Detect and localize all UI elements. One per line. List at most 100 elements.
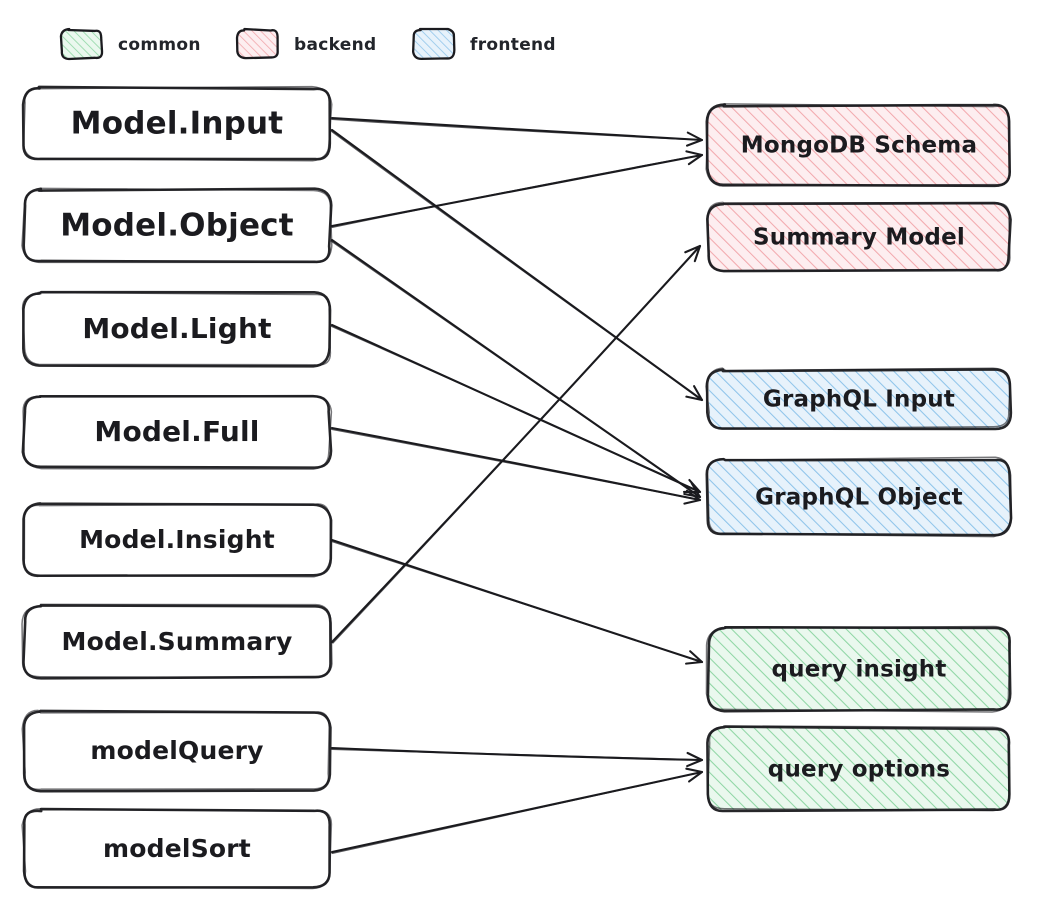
node-fill-model-input [24, 87, 331, 161]
node-label-model-full: Model.Full [94, 415, 259, 448]
legend-swatch-outline-backend [235, 27, 279, 60]
node-fill-model-light [24, 292, 331, 366]
node-outline-b-graphql-object [706, 456, 1013, 538]
edge-e3 [330, 150, 704, 229]
node-fill-model-full [23, 395, 330, 468]
node-model-full[interactable]: Model.Full [21, 394, 333, 470]
edge-arrowhead-e3 [685, 150, 704, 166]
node-label-graphql-input: GraphQL Input [763, 387, 955, 413]
legend-swatch-hatch-frontend [413, 29, 455, 58]
node-model-input[interactable]: Model.Input [21, 85, 333, 162]
node-query-options[interactable]: query options [706, 725, 1011, 813]
node-model-insight[interactable]: Model.Insight [22, 502, 333, 578]
node-model-object[interactable]: Model.Object [21, 187, 333, 264]
edge-e7 [330, 538, 704, 665]
node-graphql-object[interactable]: GraphQL Object [705, 456, 1013, 538]
node-outline-b-summary-model [707, 201, 1011, 272]
node-graphql-input[interactable]: GraphQL Input [705, 367, 1013, 431]
node-fill-model-summary [23, 605, 331, 679]
node-model-light[interactable]: Model.Light [21, 290, 332, 368]
node-hatch-query-insight [708, 627, 1011, 711]
node-hatch-query-options [707, 727, 1011, 810]
node-label-model-query: modelQuery [90, 736, 263, 765]
node-label-model-input: Model.Input [71, 106, 284, 142]
edge-arrowhead-e6 [683, 489, 702, 505]
edge-e2 [330, 128, 704, 402]
node-summary-model[interactable]: Summary Model [706, 201, 1012, 273]
node-fill-model-insight [23, 504, 331, 576]
edge-shaft-echo-e9 [331, 748, 703, 761]
edge-arrowhead-e1 [685, 131, 704, 147]
node-fill-model-object [23, 189, 331, 263]
node-hatch-graphql-object [708, 458, 1011, 536]
node-label-model-object: Model.Object [60, 208, 294, 244]
node-outline-b-mongodb-schema [705, 103, 1011, 187]
edge-e8 [330, 244, 702, 644]
edge-arrowhead-e9 [686, 751, 704, 768]
node-label-graphql-object: GraphQL Object [755, 485, 963, 511]
node-layer: Model.InputModel.ObjectModel.LightModel.… [21, 85, 1013, 890]
node-label-query-insight: query insight [771, 657, 946, 683]
edge-e1 [330, 116, 704, 147]
node-fill-model-sort [24, 809, 330, 889]
node-outline-b-model-sort [21, 807, 333, 890]
node-label-mongodb-schema: MongoDB Schema [741, 133, 977, 159]
node-outline-b-model-object [21, 187, 333, 264]
edge-arrowhead-e7 [685, 650, 704, 665]
legend-swatch-hatch-backend [238, 29, 278, 59]
node-outline-b-model-insight [23, 503, 332, 578]
node-outline-b-model-summary [21, 603, 333, 679]
edge-e6 [330, 426, 702, 505]
edge-e5 [330, 323, 702, 494]
legend: common backend frontend [59, 27, 556, 61]
legend-item-backend: backend [235, 27, 376, 60]
edge-e10 [330, 767, 704, 855]
node-query-insight[interactable]: query insight [705, 625, 1012, 713]
node-model-summary[interactable]: Model.Summary [21, 603, 333, 680]
node-outline-b-query-options [706, 725, 1010, 812]
node-outline-b-query-insight [705, 625, 1011, 713]
edge-layer [330, 116, 704, 855]
node-hatch-summary-model [707, 202, 1010, 271]
node-label-summary-model: Summary Model [753, 225, 965, 251]
node-label-model-light: Model.Light [82, 312, 271, 345]
node-model-query[interactable]: modelQuery [21, 709, 332, 793]
edge-shaft-echo-e5 [330, 325, 701, 493]
legend-swatch-hatch-common [61, 29, 103, 59]
edge-shaft-echo-e4 [330, 240, 701, 498]
node-label-model-insight: Model.Insight [79, 525, 275, 554]
legend-item-common: common [59, 27, 200, 61]
edge-shaft-echo-e3 [331, 154, 703, 229]
node-outline-b-model-query [21, 709, 330, 791]
edge-shaft-echo-e2 [330, 130, 703, 401]
node-outline-a-model-full [21, 394, 333, 469]
node-outline-b-graphql-input [705, 367, 1011, 430]
legend-label-backend: backend [294, 35, 376, 55]
edge-arrowhead-e2 [685, 385, 704, 402]
node-outline-b-model-full [22, 395, 333, 470]
node-mongodb-schema[interactable]: MongoDB Schema [705, 103, 1011, 188]
edge-shaft-echo-e7 [330, 540, 703, 663]
node-label-model-sort: modelSort [103, 834, 251, 863]
legend-item-frontend: frontend [411, 27, 556, 61]
node-label-query-options: query options [768, 757, 950, 783]
node-label-model-summary: Model.Summary [62, 627, 293, 656]
node-model-sort[interactable]: modelSort [21, 807, 333, 890]
edge-e9 [330, 746, 704, 768]
edge-shaft-echo-e1 [331, 118, 703, 141]
node-hatch-graphql-input [708, 369, 1011, 429]
edge-arrowhead-e4 [683, 482, 702, 499]
node-outline-b-model-light [21, 291, 332, 366]
legend-swatch-outline-frontend [411, 27, 456, 61]
edge-shaft-echo-e10 [331, 771, 703, 855]
node-hatch-mongodb-schema [707, 104, 1010, 186]
edge-arrowhead-e8 [684, 244, 702, 263]
node-fill-model-query [23, 711, 331, 790]
edge-arrowhead-e10 [685, 767, 704, 783]
edge-shaft-echo-e8 [332, 245, 701, 644]
edge-e4 [330, 238, 702, 499]
node-outline-b-model-input [22, 85, 333, 162]
edge-shaft-echo-e6 [331, 428, 701, 501]
